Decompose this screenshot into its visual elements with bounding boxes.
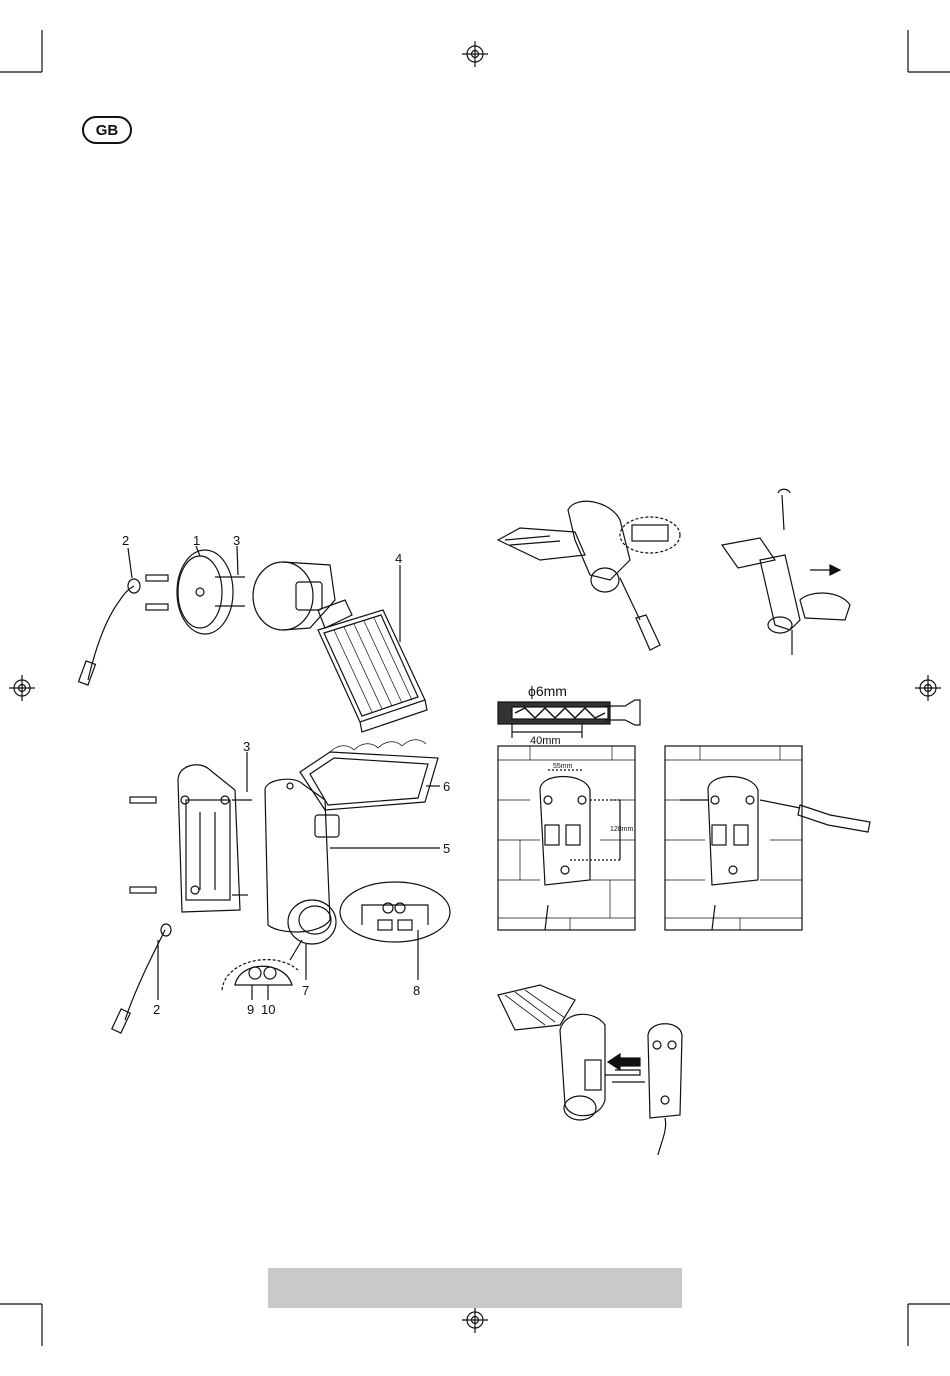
- callout-2-cable: 2: [122, 533, 129, 548]
- registration-mark-bottom: [462, 1307, 488, 1333]
- callout-6-lamp: 6: [443, 779, 450, 794]
- callout-3-screws-b: 3: [243, 739, 250, 754]
- step-attach-unit: [498, 985, 682, 1155]
- callout-1-wall-plate: 1: [193, 533, 200, 548]
- callout-5-housing: 5: [443, 841, 450, 856]
- callout-9-dial: 9: [247, 1002, 254, 1017]
- crop-marks: [0, 30, 950, 1346]
- step-open-cover: [498, 501, 680, 650]
- drill-illustration: [498, 700, 640, 738]
- footer-bar: [268, 1268, 682, 1308]
- registration-mark-left: [9, 675, 35, 701]
- registration-mark-top: [462, 41, 488, 67]
- callout-8-switch-detail: 8: [413, 983, 420, 998]
- callout-3-screws: 3: [233, 533, 240, 548]
- callout-7-sensor: 7: [302, 983, 309, 998]
- registration-mark-right: [915, 675, 941, 701]
- wall-mount-dimensions: [498, 746, 635, 930]
- callout-10-dial: 10: [261, 1002, 275, 1017]
- spacing-vertical-label: 128mm: [610, 826, 633, 833]
- step-remove-bracket: [722, 489, 850, 655]
- callout-4-solar-panel: 4: [395, 551, 402, 566]
- wall-mount-screwing: [665, 746, 870, 930]
- drill-diameter-label: ϕ6mm: [528, 683, 567, 699]
- drill-depth-label: 40mm: [530, 735, 561, 747]
- callout-2-cable-b: 2: [153, 1002, 160, 1017]
- exploded-view: [79, 546, 427, 732]
- assembled-view: [112, 740, 450, 1033]
- spacing-horizontal-label: 55mm: [553, 763, 572, 770]
